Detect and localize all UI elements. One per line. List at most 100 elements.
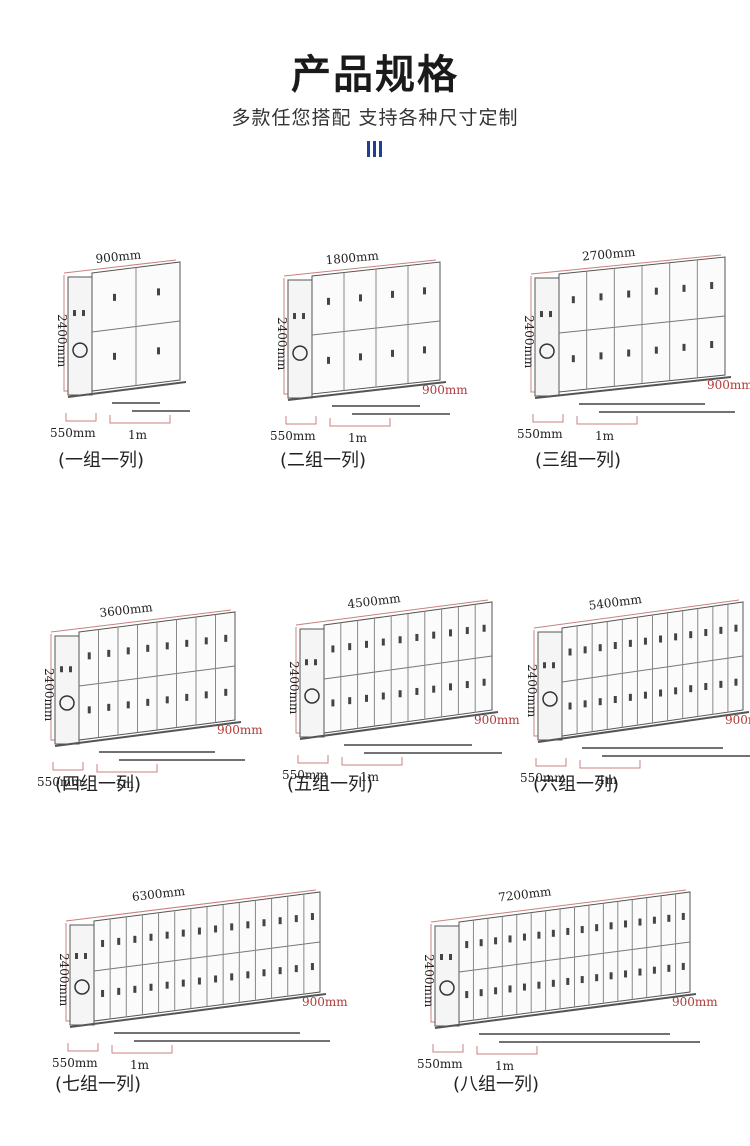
handle-icon <box>465 941 469 949</box>
spec-caption: (八组一列) <box>453 1074 540 1095</box>
handle-icon <box>101 989 105 997</box>
base-rail <box>54 721 242 747</box>
handle-icon <box>149 933 153 941</box>
handle-icon <box>494 987 498 995</box>
aisle-label: 900mm <box>302 995 348 1009</box>
handle-icon <box>126 647 130 655</box>
handle-icon <box>571 296 575 304</box>
handle-icon <box>537 981 541 989</box>
spec-caption: (五组一列) <box>287 774 374 795</box>
lock-icon <box>440 954 443 960</box>
lock-icon <box>449 954 452 960</box>
track-dimension-line <box>341 757 403 766</box>
track-label: 1m <box>595 429 615 443</box>
handle-icon <box>278 967 282 975</box>
handle-icon <box>365 640 368 648</box>
handle-icon <box>719 626 723 634</box>
handwheel-icon <box>542 691 558 707</box>
width-dimension-line <box>50 609 232 633</box>
handle-icon <box>415 633 419 641</box>
depth-dimension-line <box>67 1043 99 1052</box>
handle-icon <box>580 926 584 934</box>
handle-icon <box>508 985 512 993</box>
handle-icon <box>652 916 656 924</box>
track-dimension-line <box>111 1045 173 1054</box>
handwheel-icon <box>539 343 555 359</box>
aisle-label: 900mm <box>474 713 520 727</box>
handle-icon <box>133 935 137 943</box>
handle-icon <box>628 693 632 701</box>
depth-dimension-line <box>285 416 317 425</box>
handle-icon <box>465 627 469 635</box>
end-panel <box>434 925 460 1027</box>
handle-icon <box>391 290 394 298</box>
spec-caption: (一组一列) <box>58 450 145 471</box>
handle-icon <box>107 703 111 711</box>
handwheel-icon <box>72 342 88 358</box>
handle-icon <box>113 293 116 301</box>
handle-icon <box>674 687 678 695</box>
handle-icon <box>449 629 452 637</box>
width-dimension-line <box>295 599 489 626</box>
handle-icon <box>432 631 436 639</box>
handle-icon <box>598 644 602 652</box>
handle-icon <box>432 685 436 693</box>
track-dimension-line <box>576 416 638 425</box>
handle-icon <box>508 935 512 943</box>
handle-icon <box>101 939 105 947</box>
handle-icon <box>465 681 469 689</box>
lock-icon <box>552 662 555 669</box>
height-label: 2400mm <box>422 954 436 1008</box>
handle-icon <box>113 352 116 360</box>
track-dimension-line <box>329 418 391 427</box>
handle-icon <box>681 912 685 920</box>
handle-icon <box>710 282 714 290</box>
width-dimension-line <box>65 889 317 922</box>
handle-icon <box>613 642 617 650</box>
height-label: 2400mm <box>42 668 56 722</box>
handle-icon <box>624 920 628 928</box>
width-label: 900mm <box>95 247 142 265</box>
handle-icon <box>423 346 426 354</box>
handle-icon <box>599 352 603 360</box>
handwheel-icon <box>59 695 75 711</box>
aisle-label: 900mm <box>217 723 263 737</box>
handle-icon <box>246 921 250 929</box>
handle-icon <box>117 987 121 995</box>
handle-icon <box>598 698 602 706</box>
handle-icon <box>568 648 572 656</box>
handle-icon <box>522 983 526 991</box>
cabinet-diagram: 2400mm5400mm550mm1m900mm <box>520 592 750 787</box>
header: 产品规格 多款任您搭配 支持各种尺寸定制 <box>0 0 750 170</box>
depth-label: 550mm <box>270 429 316 443</box>
depth-label: 550mm <box>282 768 328 782</box>
width-label: 1800mm <box>325 248 380 267</box>
height-label: 2400mm <box>57 953 71 1007</box>
lock-icon <box>302 313 305 320</box>
lock-icon <box>73 310 76 317</box>
handle-icon <box>522 933 526 941</box>
track-label: 1m <box>115 777 135 791</box>
width-dimension-line <box>530 254 722 275</box>
handle-icon <box>149 983 153 991</box>
handle-icon <box>667 964 671 972</box>
lock-icon <box>305 659 308 666</box>
handle-icon <box>398 690 402 698</box>
spec-caption: (四组一列) <box>55 774 142 795</box>
handle-icon <box>627 290 631 298</box>
lock-icon <box>543 662 546 669</box>
handle-icon <box>165 696 169 704</box>
aisle-label: 900mm <box>672 995 718 1009</box>
height-label: 2400mm <box>522 315 536 369</box>
handle-icon <box>87 652 91 660</box>
handle-icon <box>654 287 658 295</box>
handle-icon <box>331 699 335 707</box>
spec-caption: (二组一列) <box>280 450 367 471</box>
handle-icon <box>181 979 185 987</box>
handle-icon <box>224 688 228 696</box>
handle-icon <box>482 678 486 686</box>
handle-icon <box>415 687 419 695</box>
base-rail <box>534 376 732 399</box>
handle-icon <box>165 931 169 939</box>
